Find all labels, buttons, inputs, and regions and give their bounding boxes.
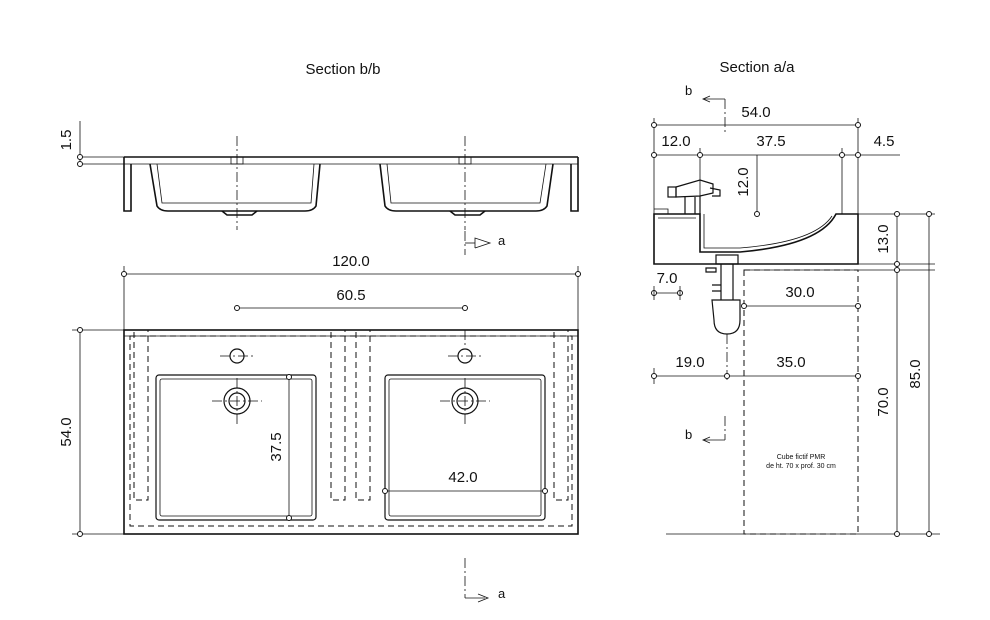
siphon (705, 254, 741, 380)
pmr-cube: Cube fictif PMR de ht. 70 x prof. 30 cm (743, 269, 859, 535)
dim-section-breakdown: 12.0 37.5 4.5 (651, 133, 900, 214)
left-basin-plan (155, 348, 317, 521)
section-marker-a-top: a (464, 231, 506, 255)
section-reference-lines (666, 269, 940, 535)
right-basin-plan (384, 348, 546, 521)
dim-back-label: 4.5 (874, 133, 895, 150)
section-a-title: Section a/a (719, 59, 795, 76)
dim-total-width: 120.0 (121, 253, 581, 330)
dim-basin-width-label: 42.0 (448, 469, 477, 486)
cube-note-line1: Cube fictif PMR (777, 454, 826, 461)
dim-section-depth-label: 54.0 (741, 104, 770, 121)
dim-tap-spacing-label: 60.5 (336, 287, 365, 304)
dim-inner-label: 37.5 (756, 133, 785, 150)
dim-siphon-offset: 7.0 (651, 270, 683, 300)
dim-front-height: 13.0 (858, 211, 935, 267)
marker-a-top-label: a (498, 233, 506, 248)
dim-top-thickness-label: 1.5 (58, 130, 75, 151)
dim-knee-depth-label: 35.0 (776, 354, 805, 371)
dim-front-height-label: 13.0 (875, 224, 892, 253)
dim-knee-clearance: 19.0 35.0 (651, 354, 861, 384)
dim-front-label: 12.0 (661, 133, 690, 150)
section-marker-b-bottom: b (685, 416, 726, 444)
dim-cube-depth: 30.0 (741, 284, 861, 309)
dim-tap-spacing: 60.5 (234, 287, 468, 311)
marker-a-bottom-label: a (498, 586, 506, 601)
dim-total-height: 85.0 (907, 211, 932, 537)
dim-basin-depth: 37.5 (268, 374, 292, 521)
dim-tap-height-label: 12.0 (735, 167, 752, 196)
cube-note-line2: de ht. 70 x prof. 30 cm (766, 463, 836, 470)
section-marker-b-top: b (685, 83, 726, 135)
dim-siphon-offset-label: 7.0 (657, 270, 678, 287)
dim-basin-depth-label: 37.5 (268, 432, 285, 461)
dim-cube-height: 70.0 (875, 267, 900, 537)
dim-top-thickness: 1.5 (58, 121, 124, 167)
dim-total-width-label: 120.0 (332, 253, 370, 270)
dim-total-height-label: 85.0 (907, 359, 924, 388)
section-marker-a-bottom: a (464, 558, 506, 603)
dim-cube-height-label: 70.0 (875, 387, 892, 416)
dim-knee-offset-label: 19.0 (675, 354, 704, 371)
dim-tap-height: 12.0 (735, 155, 760, 217)
section-b-title: Section b/b (305, 61, 380, 78)
dim-cube-depth-label: 30.0 (785, 284, 814, 301)
dim-section-depth: 54.0 (651, 104, 861, 214)
marker-b-top-label: b (685, 83, 692, 98)
dim-basin-width: 42.0 (382, 469, 548, 494)
marker-b-bottom-label: b (685, 427, 692, 442)
basin-section-profile (653, 208, 859, 265)
dim-plan-depth: 54.0 (58, 327, 124, 537)
tap-side-view (667, 179, 721, 214)
dim-plan-depth-label: 54.0 (58, 417, 75, 446)
section-b-profile (123, 136, 579, 230)
plan-outline (123, 329, 579, 535)
